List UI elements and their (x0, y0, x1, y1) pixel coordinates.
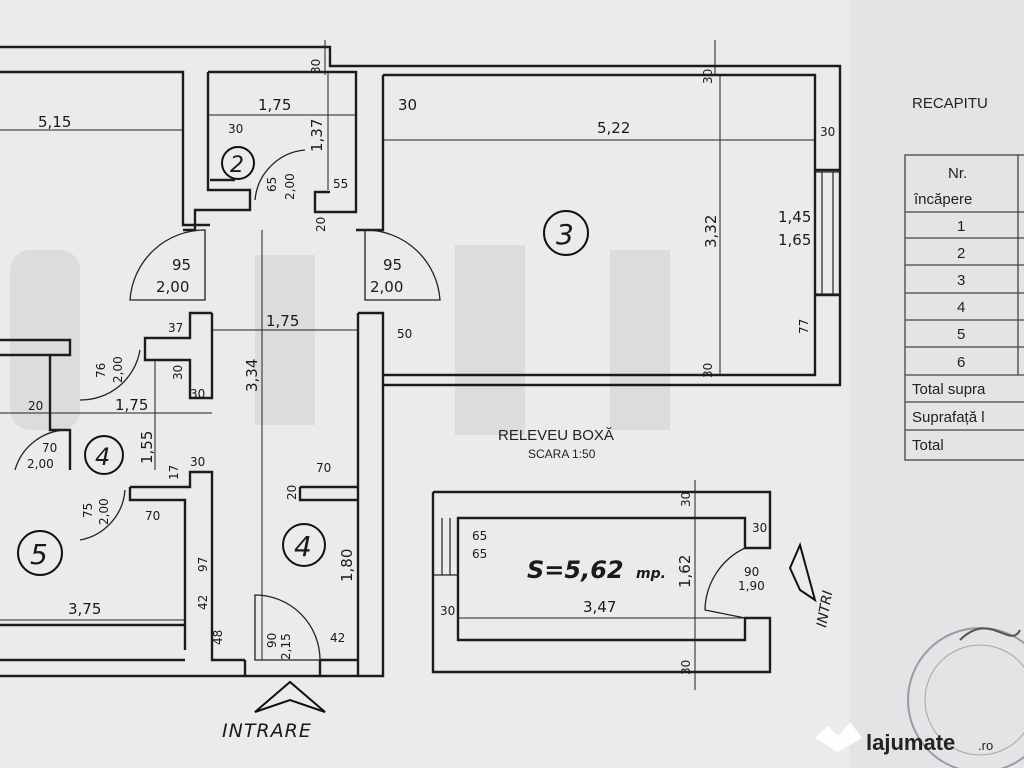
dim-label: 90 (744, 565, 759, 579)
recap-row: 6 (957, 354, 965, 371)
dim-label: 2,00 (111, 356, 125, 383)
dim-label: 30 (701, 69, 715, 84)
room-labels: 2 3 4 4 5 (17, 146, 589, 576)
dim-label: 30 (820, 125, 835, 139)
recap-total: Total (912, 437, 944, 454)
dim-label: 1,90 (738, 579, 765, 593)
entrance-label: INTRARE (222, 720, 312, 742)
dim-label: 30 (440, 604, 455, 618)
logo-brand: lajumate (866, 730, 955, 755)
dim-label: 30 (679, 492, 693, 507)
dim-label: 2,00 (283, 173, 297, 200)
dim-label: 95 (172, 256, 191, 274)
dimension-labels: 5,15 1,75 30 1,37 30 5,22 30 30 30 3,32 … (27, 59, 835, 660)
lajumate-logo: lajumate .ro (815, 722, 993, 755)
recap-header-nr: Nr. (948, 165, 967, 182)
dim-label: 90 (265, 633, 279, 648)
storage-area-unit: mp. (636, 566, 666, 582)
dim-label: 30 (701, 363, 715, 378)
storage-walls (431, 480, 772, 690)
dim-label: 1,75 (266, 312, 299, 330)
dim-label: 17 (167, 465, 181, 480)
dim-label: 5,22 (597, 119, 630, 137)
dim-label: 75 (81, 503, 95, 518)
storage-entry-label: INTRI (814, 589, 836, 628)
dimension-lines (0, 40, 815, 660)
dim-label: 30 (752, 521, 767, 535)
dim-label: 77 (797, 319, 811, 334)
dim-label: 20 (285, 485, 299, 500)
recap-row: 5 (957, 326, 965, 343)
dim-label: 97 (196, 557, 210, 572)
recap-row: 3 (957, 272, 965, 289)
dim-label: 65 (472, 547, 487, 561)
logo-suffix: .ro (978, 738, 993, 753)
room-2-label: 2 (230, 153, 244, 178)
recap-table-grid (904, 154, 1024, 461)
dim-label: 48 (211, 630, 225, 645)
room-4-hall-label: 4 (294, 530, 312, 563)
dim-label: 2,00 (27, 457, 54, 471)
dim-label: 65 (265, 177, 279, 192)
dim-label: 30 (190, 455, 205, 469)
storage-labels: RELEVEU BOXĂ SCARA 1:50 30 30 65 65 S=5,… (440, 427, 836, 675)
dim-label: 30 (679, 660, 693, 675)
dim-label: 3,34 (243, 359, 261, 392)
dim-label: 1,55 (138, 431, 156, 464)
dim-label: 1,65 (778, 231, 811, 249)
dim-label: 1,80 (338, 549, 356, 582)
recap-header-room: încăpere (913, 191, 972, 208)
dim-label: 20 (28, 399, 43, 413)
dim-label: 95 (383, 256, 402, 274)
dim-label: 42 (196, 595, 210, 610)
dim-label: 30 (171, 365, 185, 380)
dim-label: 42 (330, 631, 345, 645)
storage-title: RELEVEU BOXĂ (498, 427, 614, 444)
dim-label: 1,75 (258, 96, 291, 114)
dim-label: 5,15 (38, 113, 71, 131)
dim-label: 55 (333, 177, 348, 191)
door-swings (14, 149, 441, 661)
dim-label: 1,75 (115, 396, 148, 414)
recap-row: 2 (957, 245, 965, 262)
dim-label: 1,37 (308, 119, 326, 152)
entrance-arrow (254, 680, 326, 713)
dim-label: 76 (94, 363, 108, 378)
recap-surface-l: Suprafață l (912, 409, 985, 426)
dim-label: 3,75 (68, 600, 101, 618)
stamp (907, 627, 1024, 768)
dim-label: 30 (228, 122, 243, 136)
room-3-label: 3 (556, 218, 574, 251)
recap-table: RECAPITU Nr. încăpere 1 2 3 4 5 6 Total … (912, 95, 988, 454)
dim-label: 2,15 (279, 633, 293, 660)
dim-label: 37 (168, 321, 183, 335)
dim-label: 2,00 (370, 278, 403, 296)
room-5-label: 5 (30, 538, 48, 571)
dim-label: 70 (145, 509, 160, 523)
storage-scale: SCARA 1:50 (528, 447, 596, 461)
dim-label: 20 (314, 217, 328, 232)
recap-row: 1 (957, 218, 965, 235)
dim-label: 2,00 (156, 278, 189, 296)
dim-label: 1,45 (778, 208, 811, 226)
dim-label: 30 (190, 387, 205, 401)
room-4-bath-label: 4 (95, 443, 110, 471)
recap-row: 4 (957, 299, 965, 316)
storage-area: S=5,62 (527, 556, 624, 584)
dim-label: 30 (309, 59, 323, 74)
recap-title: RECAPITU (912, 95, 988, 112)
dim-label: 1,62 (676, 555, 694, 588)
storage-entry-arrow (788, 541, 817, 603)
dim-label: 30 (398, 96, 417, 114)
dim-label: 50 (397, 327, 412, 341)
dim-label: 3,32 (702, 215, 720, 248)
dim-label: 2,00 (97, 498, 111, 525)
dim-label: 70 (42, 441, 57, 455)
dim-label: 3,47 (583, 598, 616, 616)
dim-label: 65 (472, 529, 487, 543)
dim-label: 70 (316, 461, 331, 475)
recap-total-surface: Total supra (912, 381, 986, 398)
